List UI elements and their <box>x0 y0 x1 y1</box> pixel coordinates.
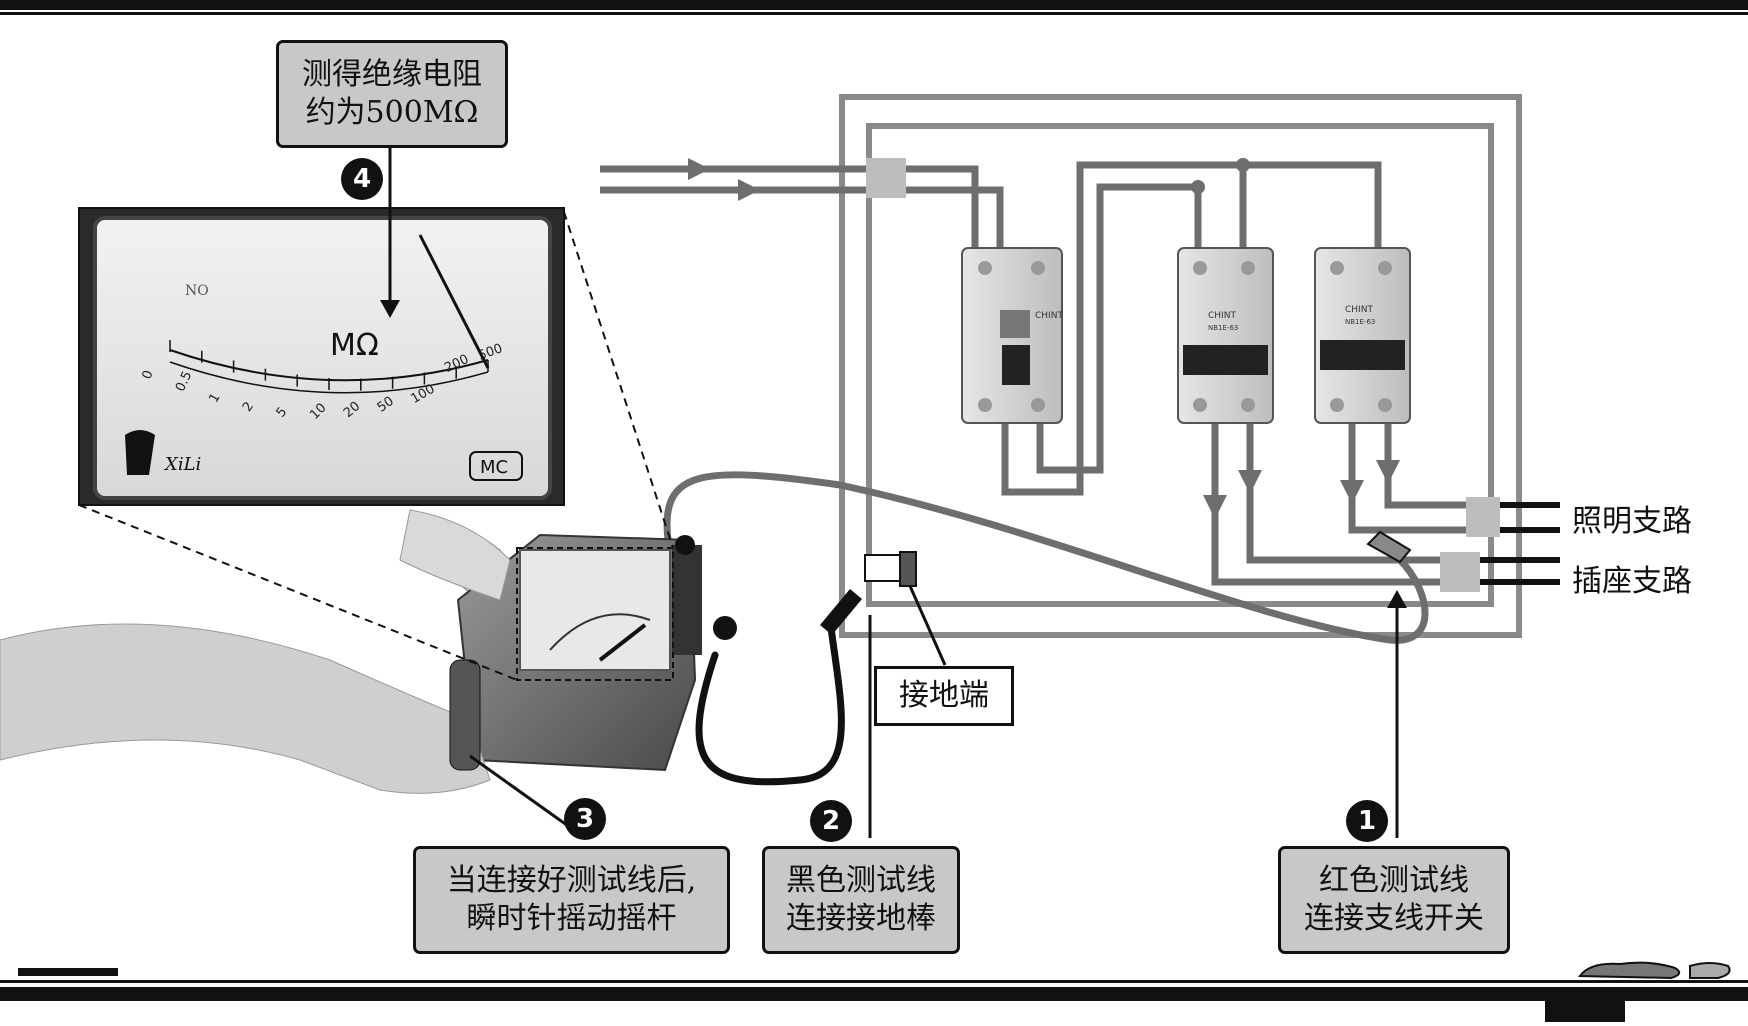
meter-brand: XiLi <box>163 454 201 475</box>
megger-meter <box>0 509 737 794</box>
callout-insulation-reading: 测得绝缘电阻 约为500MΩ <box>276 40 508 148</box>
meter-logo-mark <box>125 430 155 475</box>
black-lead-line-2: 连接接地棒 <box>786 901 936 936</box>
crank-line-2: 瞬时针摇动摇杆 <box>466 901 677 936</box>
incoming-arrow-2 <box>738 179 760 201</box>
socket-terminal <box>1440 552 1480 592</box>
lighting-breaker: CHINT NB1E-63 <box>1177 247 1274 424</box>
step-2-badge: 2 <box>810 800 852 842</box>
main-breaker: CHINT <box>961 247 1063 424</box>
meter-mark: MC <box>480 457 508 478</box>
distribution-box <box>839 94 1522 638</box>
socket-branch-label: 插座支路 <box>1572 564 1692 599</box>
leader-lines <box>388 148 1399 840</box>
crank-line-1: 当连接好测试线后, <box>446 863 697 898</box>
ground-terminal-label: 接地端 <box>899 678 989 713</box>
red-lead-clip <box>1366 530 1412 564</box>
callout-black-lead: 黑色测试线 连接接地棒 <box>762 846 960 954</box>
lighting-breaker-model: NB1E-63 <box>1208 324 1238 332</box>
black-lead-line-1: 黑色测试线 <box>786 863 936 898</box>
arrow-head-red <box>1387 590 1407 608</box>
lighting-terminal <box>1466 497 1500 537</box>
internal-wiring <box>1001 161 1470 586</box>
ground-terminal <box>864 551 947 666</box>
junction-dots <box>1191 158 1250 194</box>
reading-line-2: 约为500MΩ <box>305 95 479 130</box>
outgoing-arrows <box>1203 460 1400 519</box>
meter-serial: NO <box>185 283 209 299</box>
socket-breaker: CHINT NB1E-63 <box>1314 247 1411 424</box>
meter-unit: MΩ <box>330 328 379 363</box>
incoming-arrow-1 <box>688 158 710 180</box>
main-breaker-brand: CHINT <box>1035 311 1063 321</box>
socket-breaker-brand: CHINT <box>1345 305 1373 315</box>
entry-terminal <box>866 158 906 198</box>
bottom-band <box>0 961 1748 1022</box>
black-test-lead <box>695 616 845 786</box>
meter-needle <box>418 234 490 369</box>
red-test-lead <box>663 471 1429 644</box>
arrow-head-reading <box>380 300 400 318</box>
callout-red-lead: 红色测试线 连接支线开关 <box>1278 846 1510 954</box>
callout-ground-terminal: 接地端 <box>874 666 1014 726</box>
step-4-badge: 4 <box>341 158 383 200</box>
reading-line-1: 测得绝缘电阻 <box>302 57 482 92</box>
lighting-branch-label: 照明支路 <box>1572 504 1692 539</box>
zoom-lines <box>78 211 674 681</box>
red-lead-line-2: 连接支线开关 <box>1304 901 1484 936</box>
callout-crank-handle: 当连接好测试线后, 瞬时针摇动摇杆 <box>413 846 730 954</box>
step-1-badge: 1 <box>1346 800 1388 842</box>
step-3-badge: 3 <box>564 798 606 840</box>
incoming-wires <box>600 165 1004 250</box>
black-lead-clip <box>820 589 862 635</box>
lighting-breaker-brand: CHINT <box>1208 311 1236 321</box>
top-band <box>0 0 1748 15</box>
red-lead-line-1: 红色测试线 <box>1319 863 1469 898</box>
socket-breaker-model: NB1E-63 <box>1345 318 1375 326</box>
